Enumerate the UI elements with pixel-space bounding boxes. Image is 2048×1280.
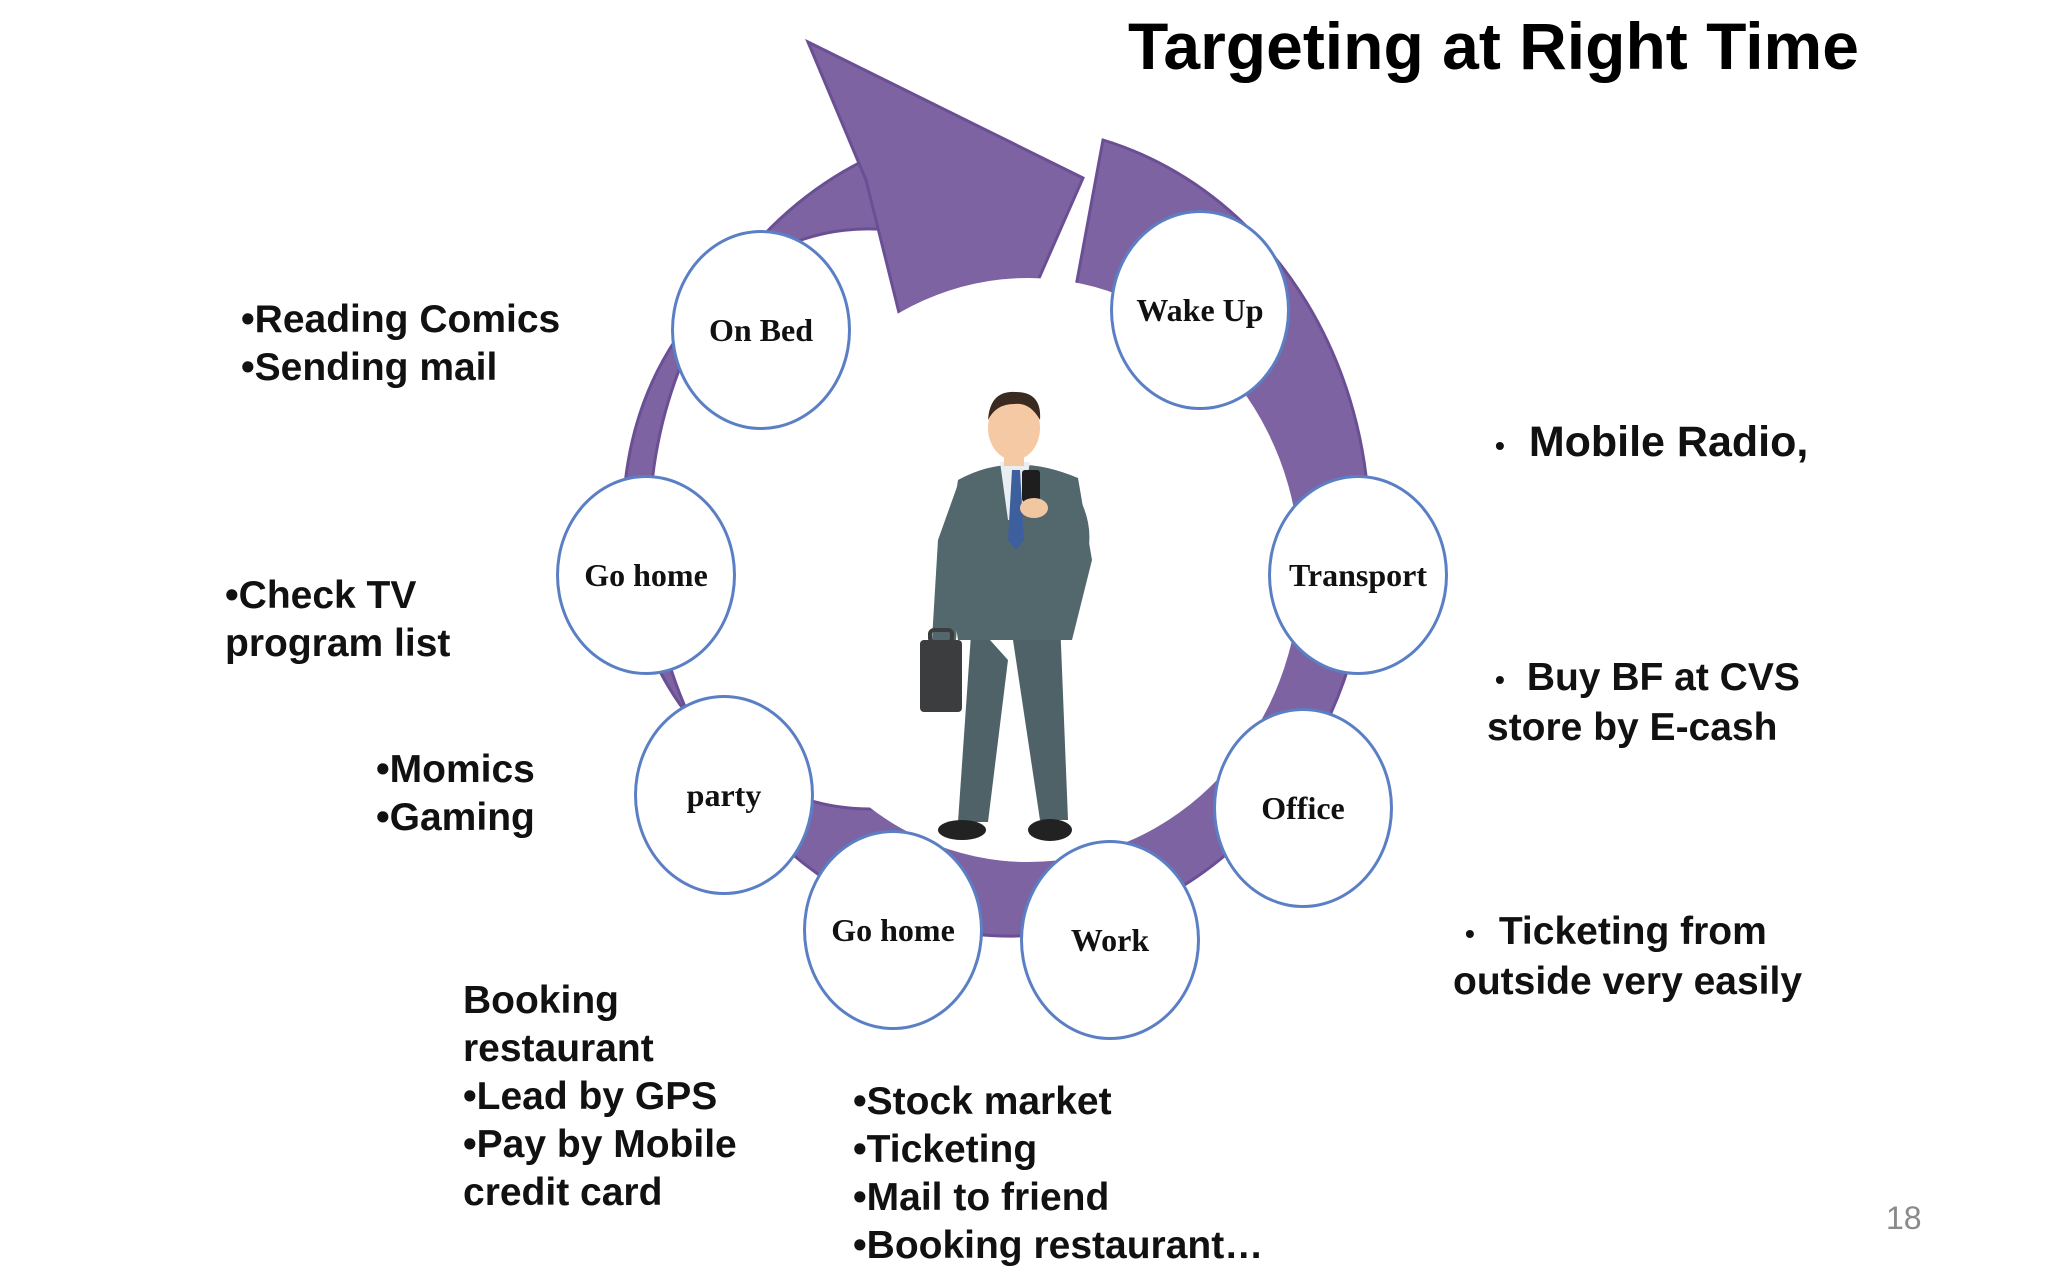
note-line: Ticketing from <box>1498 910 1767 953</box>
businessman-figure <box>920 391 1092 841</box>
note-line: restaurant <box>463 1027 654 1070</box>
bullet-dot: • <box>1465 917 1475 949</box>
node-office: Office <box>1213 708 1393 908</box>
note-line: Buy BF at CVS <box>1526 656 1800 699</box>
note-line: •Gaming <box>376 796 535 839</box>
note-line: outside very easily <box>1453 959 1803 1003</box>
note-line: •Momics <box>376 748 535 791</box>
note-line: program list <box>225 622 451 665</box>
node-go-home-bottom: Go home <box>803 830 983 1030</box>
note-line: •Mail to friend <box>853 1176 1110 1219</box>
note-party: •Momics •Gaming <box>376 746 535 842</box>
note-line: credit card <box>463 1171 663 1214</box>
node-on-bed: On Bed <box>671 230 851 430</box>
node-party: party <box>634 695 814 895</box>
note-line: Booking <box>463 979 619 1022</box>
note-line: •Sending mail <box>241 346 498 389</box>
note-line: •Lead by GPS <box>463 1075 718 1118</box>
note-wake-up: • Mobile Radio, <box>1495 418 1808 470</box>
page-number: 18 <box>1886 1200 1922 1236</box>
slide-title: Targeting at Right Time <box>1128 9 1859 83</box>
note-go-home-bottom: Booking restaurant •Lead by GPS •Pay by … <box>463 977 737 1217</box>
note-line: store by E-cash <box>1487 705 1778 749</box>
note-line: Mobile Radio, <box>1528 418 1809 466</box>
bullet-dot: • <box>1495 663 1505 695</box>
bullet-dot: • <box>1495 429 1505 461</box>
note-work: •Stock market •Ticketing •Mail to friend… <box>853 1078 1263 1270</box>
note-line: •Booking restaurant… <box>853 1224 1264 1267</box>
note-line: •Ticketing <box>853 1128 1038 1171</box>
node-wake-up: Wake Up <box>1110 210 1290 410</box>
note-line: •Pay by Mobile <box>463 1123 737 1166</box>
note-transport: • Buy BF at CVS store by E-cash <box>1487 654 1800 752</box>
note-line: •Check TV <box>225 574 417 617</box>
note-office: • Ticketing from outside very easily <box>1453 908 1802 1006</box>
node-work: Work <box>1020 840 1200 1040</box>
note-line: •Reading Comics <box>241 298 561 341</box>
note-line: •Stock market <box>853 1080 1112 1123</box>
node-transport: Transport <box>1268 475 1448 675</box>
node-go-home-left: Go home <box>556 475 736 675</box>
note-on-bed: •Reading Comics •Sending mail <box>241 296 560 392</box>
note-go-home: •Check TV program list <box>225 572 450 668</box>
